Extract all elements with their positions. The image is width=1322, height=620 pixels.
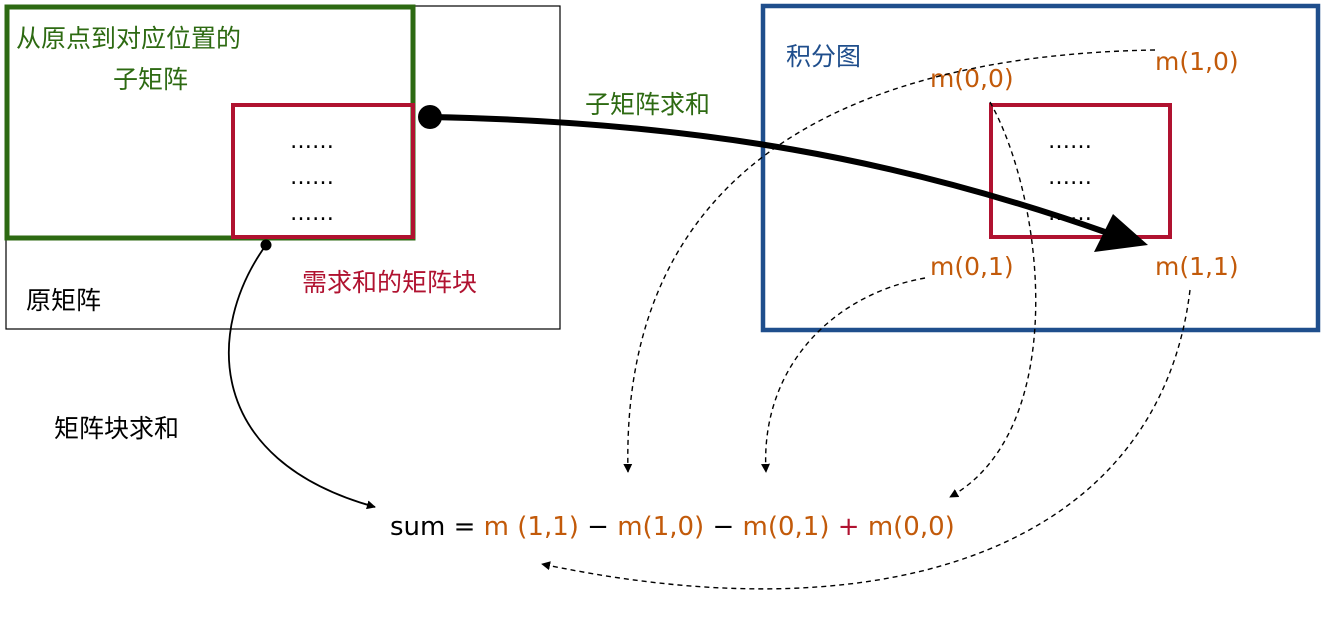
dots-row-1: …… [290,129,334,154]
block-sum-label: 矩阵块求和 [54,414,179,443]
integral-image-label: 积分图 [786,42,861,71]
integral-block-box [989,103,1172,239]
formula-term-m10: m(1,0) [617,512,704,542]
block-box [231,103,415,239]
original-matrix-label: 原矩阵 [26,286,101,315]
block-sum-arrow [227,244,376,510]
dashed-arrow-m11 [541,289,1191,590]
m11-label: m(1,1) [1155,252,1239,281]
dots-row-2: …… [290,165,334,190]
dashed-arrow-m00 [949,101,1037,498]
submatrix-sum-label: 子矩阵求和 [585,90,710,119]
formula-minus-2: − [704,512,742,542]
integral-dots-row-1: …… [1048,129,1092,154]
formula-minus-1: − [579,512,617,542]
formula: sum = m (1,1) − m(1,0) − m(0,1) + m(0,0) [390,512,955,542]
prefix-label-line2: 子矩阵 [113,65,188,94]
formula-plus: + [830,512,868,542]
dashed-arrow-m01 [761,277,926,473]
integral-image-box [760,3,1321,333]
formula-term-m11: m (1,1) [484,512,579,542]
thick-arrow-head [1094,214,1148,252]
m10-label: m(1,0) [1155,47,1239,76]
formula-term-m00: m(0,0) [868,512,955,542]
m01-label: m(0,1) [930,252,1014,281]
thick-arrow-shaft [429,114,1106,235]
dots-row-3: …… [290,201,334,226]
integral-dots-row-2: …… [1048,165,1092,190]
formula-sum-eq: sum = [390,512,484,542]
formula-term-m01: m(0,1) [743,512,830,542]
block-label: 需求和的矩阵块 [302,268,477,297]
prefix-label-line1: 从原点到对应位置的 [16,24,241,53]
